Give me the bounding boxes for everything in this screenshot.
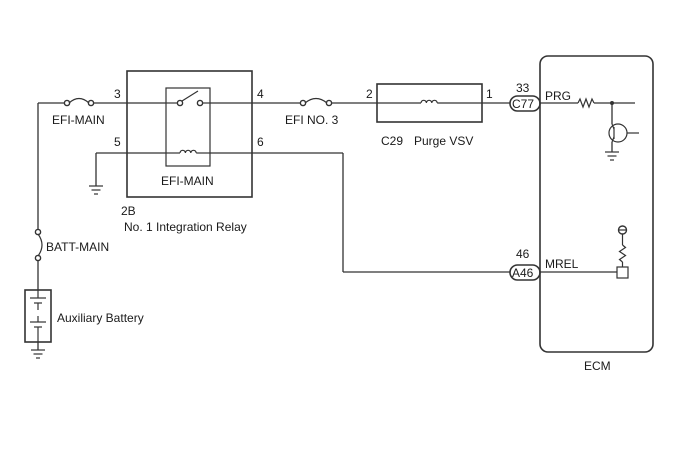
relay-inner-box — [165, 87, 211, 167]
purge-vsv-name: Purge VSV — [414, 134, 473, 148]
fuse-batt-main-label: BATT-MAIN — [46, 240, 109, 254]
fuse-efi-main-label: EFI-MAIN — [52, 113, 105, 127]
relay-code: 2B — [121, 204, 136, 218]
transistor-icon — [605, 123, 639, 161]
relay-coil-icon — [96, 149, 343, 154]
relay-pin-5: 5 — [114, 135, 121, 149]
battery-ground-icon — [31, 342, 45, 359]
ecm-pin-33: 33 — [516, 81, 530, 95]
relay-ground-icon — [89, 153, 103, 195]
mrel-input-circuit — [540, 225, 629, 279]
relay-switch-icon — [166, 90, 300, 107]
ecm-pin-46: 46 — [516, 247, 530, 261]
relay-pin-4: 4 — [257, 87, 264, 101]
relay-coil-label: EFI-MAIN — [161, 174, 214, 188]
fuse-efi-no3 — [299, 97, 377, 107]
auxiliary-battery — [24, 289, 52, 343]
fuse-batt-main — [34, 228, 43, 290]
ecm-label: ECM — [584, 359, 611, 373]
relay-pin-3: 3 — [114, 87, 121, 101]
auxiliary-battery-label: Auxiliary Battery — [57, 311, 144, 325]
fuse-efi-no3-label: EFI NO. 3 — [285, 113, 339, 127]
ecm-signal-mrel: MREL — [545, 257, 579, 271]
connector-a46-label: A46 — [512, 266, 534, 280]
ecm-signal-prg: PRG — [545, 89, 571, 103]
purge-vsv-pin-2: 2 — [366, 87, 373, 101]
relay-name: No. 1 Integration Relay — [124, 220, 247, 234]
left-supply-wire — [37, 102, 166, 229]
wire-mrel — [342, 153, 510, 273]
integration-relay-box — [126, 70, 253, 198]
purge-vsv-coil-icon — [377, 99, 482, 104]
relay-pin-6: 6 — [257, 135, 264, 149]
fuse-efi-main — [63, 97, 95, 107]
ecm-box — [539, 55, 654, 353]
prg-driver-circuit — [540, 97, 635, 124]
purge-vsv-pin-1: 1 — [486, 87, 493, 101]
connector-c77-label: C77 — [512, 97, 534, 111]
purge-vsv-code: C29 — [381, 134, 403, 148]
